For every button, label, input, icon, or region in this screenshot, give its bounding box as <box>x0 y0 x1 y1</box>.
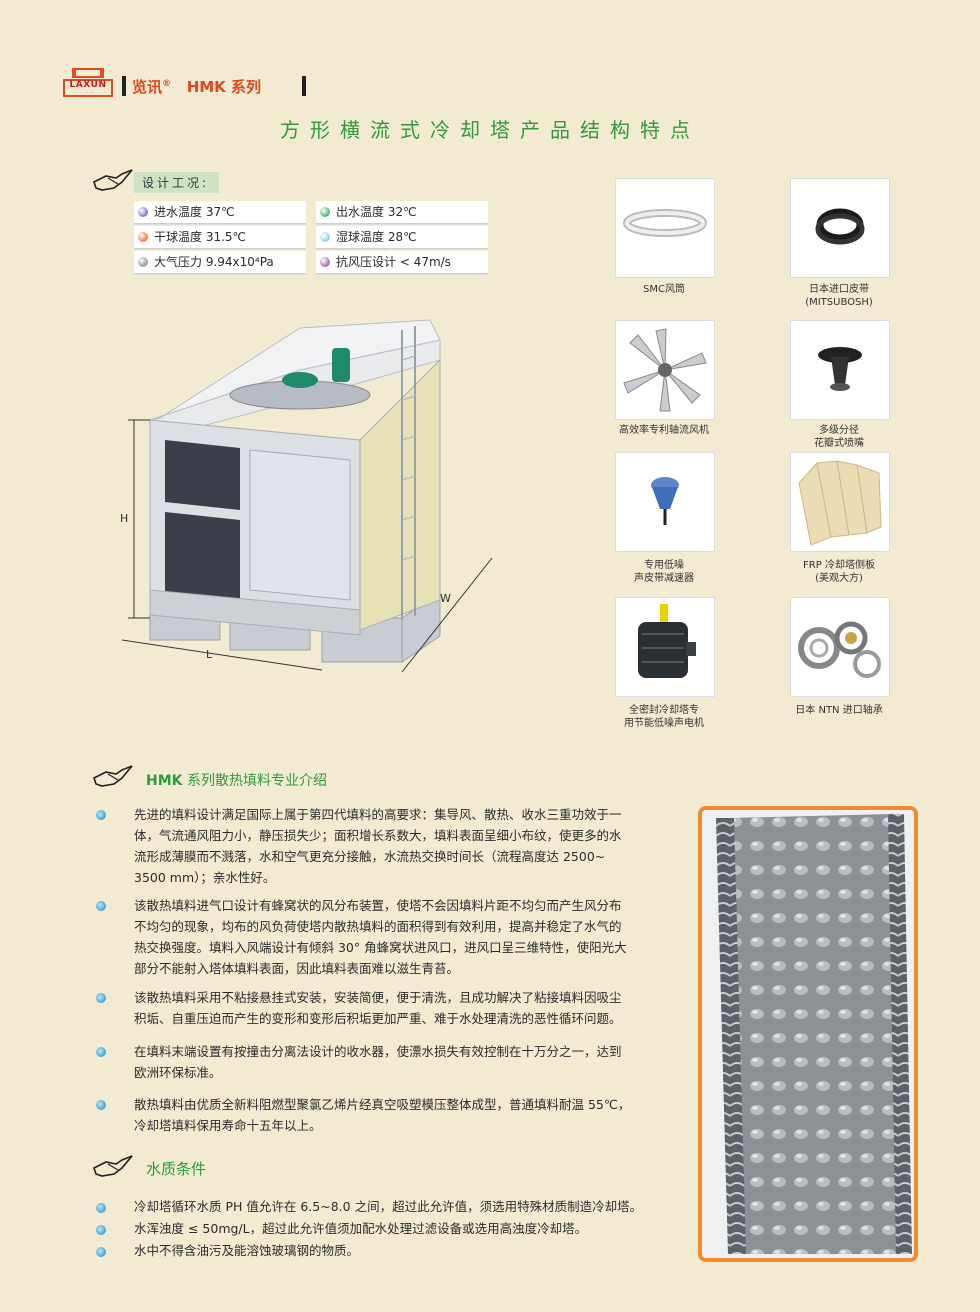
motor-icon <box>638 604 696 678</box>
laxun-logo-icon <box>63 68 113 97</box>
belt-icon <box>815 208 865 245</box>
bullet-icon <box>96 1203 106 1213</box>
part-frp-panel <box>790 452 890 552</box>
status-dot-icon <box>320 257 330 267</box>
hand-writing-icon <box>93 765 133 787</box>
fill-paragraph-3: 该散热填料采用不粘接悬挂式安装，安装简便，便于清洗，且成功解决了粘接填料因吸尘积… <box>134 990 622 1026</box>
fill-section-title: HMK 系列散热填料专业介绍 <box>146 773 327 789</box>
brand-title: 览讯® HMK 系列 <box>132 78 262 96</box>
part-nozzle <box>790 320 890 420</box>
part-motor <box>615 597 715 697</box>
bullet-icon <box>96 1047 106 1057</box>
bullet-icon <box>96 1247 106 1257</box>
part-caption: 日本进口皮带(MITSUBOSH) <box>805 284 873 308</box>
part-caption: SMC风筒 <box>643 284 685 295</box>
condition-wind-load: 抗风压设计 < 47m/s <box>316 251 488 274</box>
bullet-icon <box>96 1100 106 1110</box>
part-caption: 多级分径花瓣式喷嘴 <box>814 425 864 449</box>
fill-paragraph-5: 散热填料由优质全新料阻燃型聚氯乙烯片经真空吸塑模压整体成型，普通填料耐温 55℃… <box>134 1097 631 1133</box>
bullet-icon <box>96 1225 106 1235</box>
part-caption: 全密封冷却塔专用节能低噪声电机 <box>624 705 704 729</box>
water-line-1: 冷却塔循环水质 PH 值允许在 6.5~8.0 之间，超过此允许值，须选用特殊材… <box>134 1199 643 1214</box>
fill-paragraph-1: 先进的填料设计满足国际上属于第四代填料的高要求：集导风、散热、收水三重功效于一体… <box>134 807 622 885</box>
part-bearing <box>790 597 890 697</box>
design-conditions-label: 设计工况: <box>134 172 220 193</box>
fill-media-photo <box>698 806 918 1262</box>
condition-pressure: 大气压力 9.94x10⁴Pa <box>134 251 306 274</box>
part-caption: FRP 冷却塔侧板(美观大方) <box>803 560 875 584</box>
part-belt <box>790 178 890 278</box>
page-title: 方形横流式冷却塔产品结构特点 <box>280 118 700 142</box>
axial-fan-icon <box>623 328 707 412</box>
condition-outlet-temp: 出水温度 32℃ <box>316 201 488 224</box>
dimension-l-label: L <box>206 648 213 661</box>
reducer-icon <box>651 477 679 525</box>
hand-writing-icon <box>93 169 133 191</box>
logo-text: LAXUN <box>69 80 107 90</box>
part-reducer <box>615 452 715 552</box>
status-dot-icon <box>138 232 148 242</box>
status-dot-icon <box>138 207 148 217</box>
condition-wet-bulb: 湿球温度 28℃ <box>316 226 488 249</box>
header-divider <box>302 76 306 96</box>
condition-dry-bulb: 干球温度 31.5℃ <box>134 226 306 249</box>
part-fan-cylinder <box>615 178 715 278</box>
dimension-h-label: H <box>120 512 129 525</box>
water-line-3: 水中不得含油污及能溶蚀玻璃钢的物质。 <box>134 1243 360 1258</box>
part-caption: 专用低噪声皮带减速器 <box>634 560 694 584</box>
header-divider <box>122 76 126 96</box>
fill-paragraph-4: 在填料末端设置有按撞击分离法设计的收水器，使漂水损失有效控制在十万分之一，达到欧… <box>134 1044 622 1080</box>
status-dot-icon <box>138 257 148 267</box>
water-line-2: 水浑浊度 ≤ 50mg/L，超过此允许值须加配水处理过滤设备或选用高浊度冷却塔。 <box>134 1221 588 1236</box>
cooling-tower-illustration <box>121 319 493 673</box>
fill-media-pattern <box>702 810 914 1258</box>
bullet-icon <box>96 901 106 911</box>
fill-paragraph-2: 该散热填料进气口设计有蜂窝状的风分布装置，使塔不会因填料片距不均匀而产生风分布不… <box>134 898 627 976</box>
bullet-icon <box>96 993 106 1003</box>
frp-panel-icon <box>798 460 882 546</box>
status-dot-icon <box>320 207 330 217</box>
part-caption: 日本 NTN 进口轴承 <box>795 705 883 716</box>
fan-cylinder-icon <box>623 209 707 237</box>
bullet-icon <box>96 810 106 820</box>
condition-inlet-temp: 进水温度 37℃ <box>134 201 306 224</box>
status-dot-icon <box>320 232 330 242</box>
water-section-title: 水质条件 <box>146 1160 207 1178</box>
part-axial-fan <box>615 320 715 420</box>
bearing-icon <box>798 621 881 678</box>
nozzle-icon <box>818 347 862 391</box>
series-label: HMK 系列 <box>186 78 262 96</box>
part-caption: 高效率专利轴流风机 <box>619 425 709 436</box>
dimension-w-label: W <box>440 592 451 605</box>
hand-writing-icon <box>93 1155 133 1177</box>
